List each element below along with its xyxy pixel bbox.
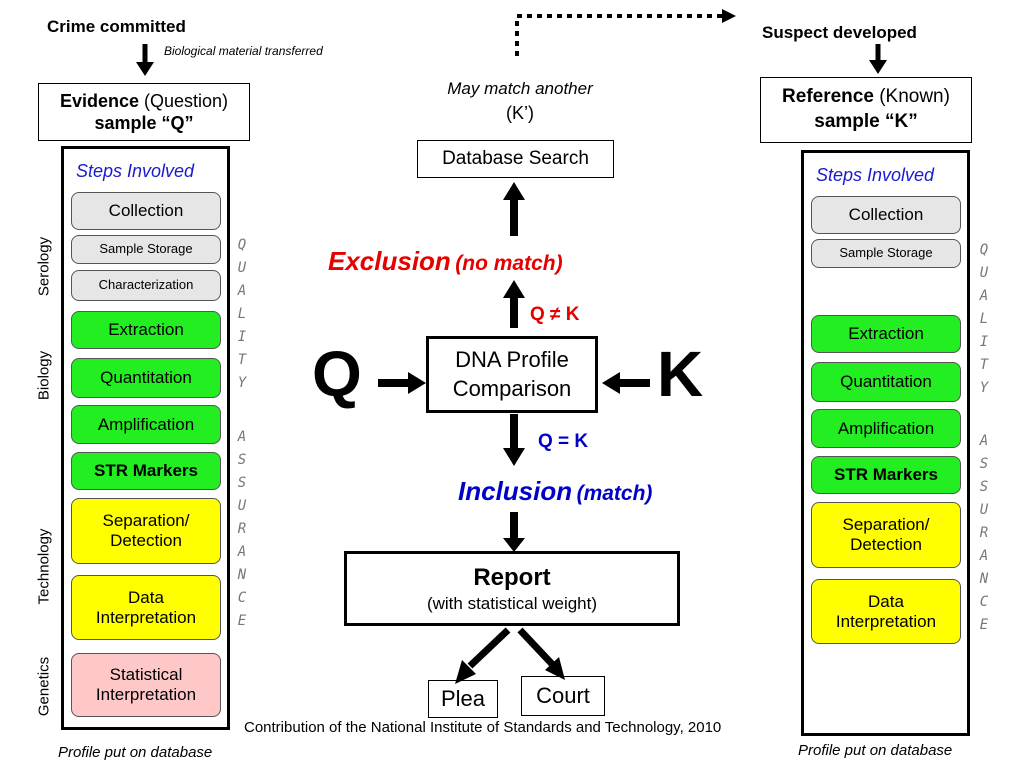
left-step-collection: Collection <box>71 192 221 230</box>
database-search-label: Database Search <box>442 148 589 169</box>
left-step-amplification: Amplification <box>71 405 221 444</box>
category-technology: Technology <box>35 528 53 605</box>
right-footer: Profile put on database <box>798 742 953 759</box>
evidence-sample-box: Evidence (Question) sample “Q” <box>38 83 250 141</box>
plea-arrow <box>467 627 511 669</box>
left-footer: Profile put on database <box>58 744 213 761</box>
dna-line2: Comparison <box>452 375 572 401</box>
reference-sample-box: Reference (Known) sample “K” <box>760 77 972 143</box>
category-serology: Serology <box>35 236 53 297</box>
right-step-quantitation: Quantitation <box>811 362 961 402</box>
report-box: Report (with statistical weight) <box>344 551 680 626</box>
left-step-separation-detection: Separation/ Detection <box>71 498 221 564</box>
crime-committed-label: Crime committed <box>47 17 186 36</box>
bio-transferred-label: Biological material transferred <box>164 44 323 58</box>
left-step-data-interpretation: Data Interpretation <box>71 575 221 640</box>
right-step-extraction: Extraction <box>811 315 961 353</box>
reference-rest: (Known) <box>873 86 950 108</box>
k-letter: K <box>657 338 704 410</box>
right-step-data-interpretation: Data Interpretation <box>811 579 961 644</box>
left-step-sample-storage: Sample Storage <box>71 235 221 264</box>
database-search-box: Database Search <box>417 140 614 178</box>
suspect-developed-label: Suspect developed <box>762 23 917 42</box>
right-steps-title: Steps Involved <box>816 165 935 185</box>
report-subtitle: (with statistical weight) <box>426 593 598 613</box>
dna-profile-comparison-box: DNA Profile Comparison <box>426 336 598 413</box>
left-steps-title: Steps Involved <box>76 161 195 181</box>
court-box: Court <box>521 676 605 716</box>
left-step-characterization: Characterization <box>71 270 221 301</box>
q-neq-k-label: Q ≠ K <box>530 304 580 325</box>
exclusion-label: Exclusion (no match) <box>328 246 563 277</box>
plea-box: Plea <box>428 680 498 718</box>
right-step-collection: Collection <box>811 196 961 234</box>
left-step-statistical-interpretation: Statistical Interpretation <box>71 653 221 717</box>
evidence-rest: (Question) <box>139 90 229 111</box>
left-step-str-markers: STR Markers <box>71 452 221 490</box>
dotted-path <box>515 14 722 56</box>
q-letter: Q <box>312 338 362 410</box>
report-title: Report <box>473 563 551 591</box>
evidence-line2: sample “Q” <box>94 113 194 133</box>
match-word: (match) <box>576 482 653 505</box>
may-match-label: May match another <box>447 79 593 98</box>
no-match-word: (no match) <box>455 252 563 275</box>
left-step-quantitation: Quantitation <box>71 358 221 398</box>
plea-label: Plea <box>440 686 486 711</box>
reference-bold: Reference <box>782 86 874 108</box>
right-step-amplification: Amplification <box>811 409 961 448</box>
court-label: Court <box>536 683 590 708</box>
right-step-sample-storage: Sample Storage <box>811 239 961 268</box>
q-eq-k-label: Q = K <box>538 431 589 452</box>
reference-line2: sample “K” <box>814 111 918 132</box>
exclusion-word: Exclusion <box>328 246 451 276</box>
right-step-str-markers: STR Markers <box>811 456 961 494</box>
category-biology: Biology <box>35 350 53 401</box>
category-genetics: Genetics <box>35 656 53 717</box>
nist-credit: Contribution of the National Institute o… <box>244 719 722 736</box>
right-step-separation-detection: Separation/ Detection <box>811 502 961 568</box>
court-arrow <box>517 627 555 667</box>
evidence-bold: Evidence <box>59 90 139 111</box>
k-prime-label: (K’) <box>506 103 534 123</box>
inclusion-label: Inclusion (match) <box>458 476 652 507</box>
left-step-extraction: Extraction <box>71 311 221 349</box>
dna-line1: DNA Profile <box>455 346 569 372</box>
inclusion-word: Inclusion <box>458 476 573 506</box>
